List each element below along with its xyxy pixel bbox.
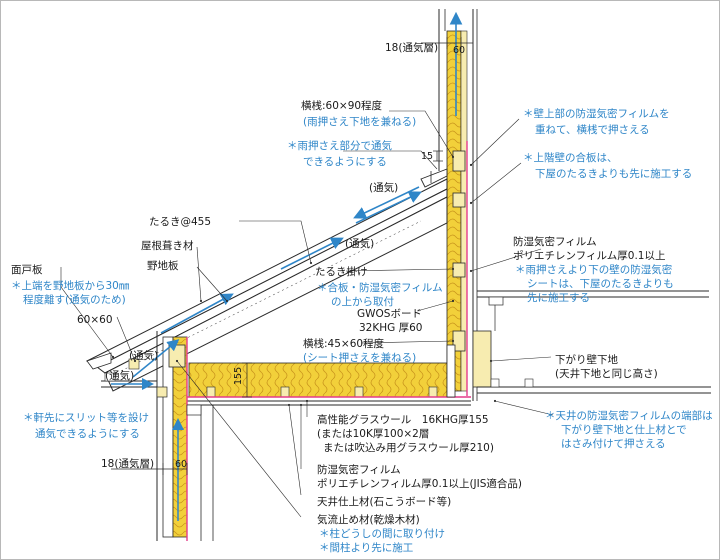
label-rafter-ledger-note-2: の上から取付 [331,295,394,308]
label-eave-note-1: ＊軒先にスリット等を設け [23,411,149,424]
label-flashing-note-1: ＊雨押さえ部分で通気 [287,139,392,152]
label-vent-2: (通気) [345,237,374,250]
lower-wall [156,331,214,541]
label-vent-top: 18(通気層) [385,41,438,54]
label-ceiling-finish: 天井仕上材(石こうボード等) [317,495,451,508]
label-roofing: 屋根葺き材 [141,239,194,252]
label-vent-top-dim: 60 [453,45,465,56]
label-film-right-note-3: 先に施工する [527,291,590,304]
label-fascia-note-2: 程度離す(通気のため) [23,293,126,306]
label-right-note-2b: 下屋のたるきよりも先に施工する [535,167,692,180]
dim-top [421,37,474,49]
roofing [85,178,448,368]
draft-stop [168,344,186,368]
roof [85,168,448,392]
label-flashing-note-2: できるようにする [303,156,387,168]
label-ceiling-note-1: ＊天井の防湿気密フィルムの端部は [545,409,713,422]
label-dim-155: 155 [233,367,244,385]
label-batten-2-note: (シート押さえを兼ねる) [303,351,416,364]
label-rafter-ledger: たるき掛け [315,265,368,278]
label-vent-bottom: 18(通気層) [101,457,154,470]
label-sheathing: 野地板 [147,259,179,272]
label-film-right-note-2: シートは、下屋のたるきよりも [527,278,674,290]
label-rafter-ledger-note-1: ＊合板・防湿気密フィルム [317,281,443,294]
label-right-note-2a: ＊上階壁の合板は、 [523,151,618,164]
upper-wall [438,9,478,401]
label-drop-wall-1: 下がり壁下地 [555,353,618,366]
label-right-note-1b: 重ねて、横桟で押さえる [535,123,650,136]
label-fascia-board: 面戸板 [11,263,43,276]
label-draft-stop-note-2: ＊間柱より先に施工 [319,541,413,554]
label-gwos-1: GWOSボード [357,308,422,320]
drop-wall-frame [472,330,492,388]
label-batten-1-note: (雨押さえ下地を兼ねる) [303,115,416,128]
label-glasswool-2: (または10K厚100×2層 [317,428,429,440]
rafter [104,196,448,392]
label-draft-stop-note-1: ＊柱どうしの間に取り付け [319,527,445,540]
label-vent-1: (通気) [369,181,398,194]
vent-roof-arrow-4 [160,293,234,334]
label-glasswool-3: または吹込み用グラスウール厚210) [323,441,494,454]
labels: 18(通気層) 60 横桟:60×90程度 (雨押さえ下地を兼ねる) ＊雨押さえ… [11,41,713,554]
label-ceiling-note-3: はさみ付けて押さえる [561,437,666,450]
batten-60x90 [452,150,466,172]
label-drop-wall-2: (天井下地と同じ高さ) [555,367,658,380]
label-right-note-1a: ＊壁上部の防湿気密フィルムを [523,107,670,120]
label-gwos-2: 32KHG 厚60 [359,322,422,334]
label-fascia-note-1: ＊上端を野地板から30㎜ [11,279,130,292]
label-batten-2: 横桟:45×60程度 [303,337,385,350]
label-film-right-1: 防湿気密フィルム [513,235,597,248]
vent-roof-arrow-2 [353,186,420,219]
label-film-right-2: ポリエチレンフィルム厚0.1以上 [513,250,665,262]
label-batten-1: 横桟:60×90程度 [301,99,383,112]
label-glasswool-1: 高性能グラスウール 16KHG厚155 [317,413,489,426]
label-rafter: たるき@455 [149,216,211,228]
label-60x60: 60×60 [77,314,113,326]
label-film-1: 防湿気密フィルム [317,463,401,476]
label-film-right-note-1: ＊雨押さえより下の壁の防湿気密 [515,263,673,276]
label-vent-3: (通気) [129,349,158,362]
label-dim-15: 15 [421,151,433,162]
label-vent-4: (通気) [105,369,134,382]
right-floor [472,290,711,394]
label-draft-stop: 気流止め材(乾燥木材) [317,513,420,526]
label-vent-bottom-dim: 60 [175,459,187,470]
ceiling-insulation [188,362,448,398]
label-ceiling-note-2: 下がり壁下地と仕上材とで [561,423,687,436]
label-eave-note-2: 通気できるようにする [35,427,140,440]
label-film-2: ポリエチレンフィルム厚0.1以上(JIS適合品) [317,477,522,490]
vent-roof-arrow-3 [280,237,344,270]
leader-lines [60,110,554,518]
